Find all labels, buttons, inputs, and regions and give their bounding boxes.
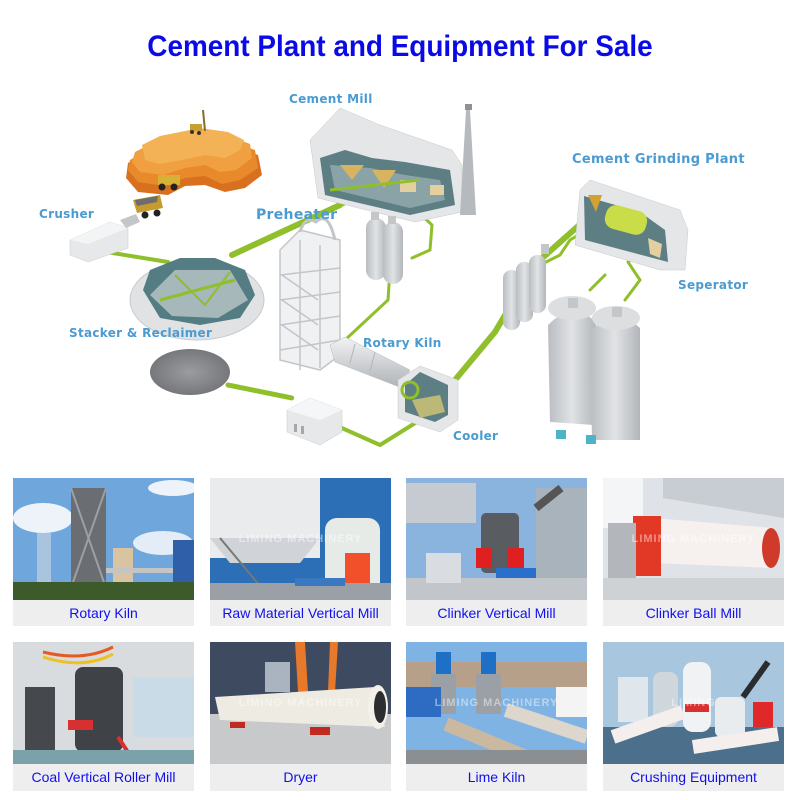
watermark-text: LIMING MACHINERY bbox=[238, 697, 363, 709]
watermark-text: LIMING MACHINERY bbox=[238, 533, 363, 545]
label-cement-mill: Cement Mill bbox=[289, 92, 373, 106]
equipment-card-clinker-ball-mill[interactable]: LIMING MACHINERY Clinker Ball Mill bbox=[603, 478, 784, 626]
clinker-vertical-mill-photo bbox=[406, 478, 587, 600]
equipment-caption[interactable]: Lime Kiln bbox=[406, 764, 587, 791]
label-rotary-kiln: Rotary Kiln bbox=[363, 336, 442, 350]
process-flow-illustration bbox=[69, 104, 689, 447]
equipment-caption[interactable]: Dryer bbox=[210, 764, 391, 791]
equipment-caption[interactable]: Crushing Equipment bbox=[603, 764, 784, 791]
crusher-building bbox=[69, 214, 140, 263]
cooler-box bbox=[397, 365, 459, 433]
clinker-silos bbox=[366, 212, 403, 284]
label-stacker-reclaimer: Stacker & Reclaimer bbox=[69, 326, 213, 340]
cement-plant-process-diagram: Cement Mill Cement Grinding Plant Crushe… bbox=[0, 80, 800, 470]
coal-vertical-roller-mill-photo bbox=[13, 642, 194, 764]
watermark-text: LIMING MACHINERY bbox=[631, 533, 756, 545]
equipment-card-coal-vertical-roller-mill[interactable]: Coal Vertical Roller Mill bbox=[13, 642, 194, 791]
crushing-equipment-photo: LIMING bbox=[603, 642, 784, 764]
equipment-card-rotary-kiln[interactable]: Rotary Kiln bbox=[13, 478, 194, 626]
lime-kiln-photo: LIMING MACHINERY bbox=[406, 642, 587, 764]
cement-mill-building bbox=[309, 104, 476, 223]
label-preheater: Preheater bbox=[256, 207, 338, 223]
page-title: Cement Plant and Equipment For Sale bbox=[147, 30, 653, 63]
equipment-caption[interactable]: Coal Vertical Roller Mill bbox=[13, 764, 194, 791]
rotary-kiln-photo bbox=[13, 478, 194, 600]
quarry-illustration bbox=[126, 109, 262, 219]
equipment-card-raw-material-vertical-mill[interactable]: LIMING MACHINERY Raw Material Vertical M… bbox=[210, 478, 391, 626]
cement-grinding-building bbox=[574, 179, 689, 271]
equipment-card-clinker-vertical-mill[interactable]: Clinker Vertical Mill bbox=[406, 478, 587, 626]
label-cooler: Cooler bbox=[453, 429, 499, 443]
equipment-card-crushing-equipment[interactable]: LIMING Crushing Equipment bbox=[603, 642, 784, 791]
coal-building bbox=[286, 397, 343, 446]
equipment-caption[interactable]: Clinker Ball Mill bbox=[603, 600, 784, 626]
raw-material-vertical-mill-photo: LIMING MACHINERY bbox=[210, 478, 391, 600]
equipment-card-lime-kiln[interactable]: LIMING MACHINERY Lime Kiln bbox=[406, 642, 587, 791]
stacker-reclaimer-dome bbox=[129, 258, 265, 341]
equipment-card-dryer[interactable]: LIMING MACHINERY Dryer bbox=[210, 642, 391, 791]
label-cement-grinding-plant: Cement Grinding Plant bbox=[572, 152, 745, 167]
watermark-text: LIMING bbox=[671, 697, 716, 709]
raw-material-pile bbox=[150, 349, 230, 395]
label-crusher: Crusher bbox=[39, 207, 95, 221]
equipment-caption[interactable]: Clinker Vertical Mill bbox=[406, 600, 587, 626]
cement-silos bbox=[503, 244, 549, 330]
watermark-text: LIMING MACHINERY bbox=[434, 697, 559, 709]
dryer-photo: LIMING MACHINERY bbox=[210, 642, 391, 764]
label-separator: Seperator bbox=[678, 278, 749, 292]
equipment-caption[interactable]: Raw Material Vertical Mill bbox=[210, 600, 391, 626]
equipment-caption[interactable]: Rotary Kiln bbox=[13, 600, 194, 626]
clinker-ball-mill-photo: LIMING MACHINERY bbox=[603, 478, 784, 600]
large-storage-silos bbox=[548, 296, 640, 444]
